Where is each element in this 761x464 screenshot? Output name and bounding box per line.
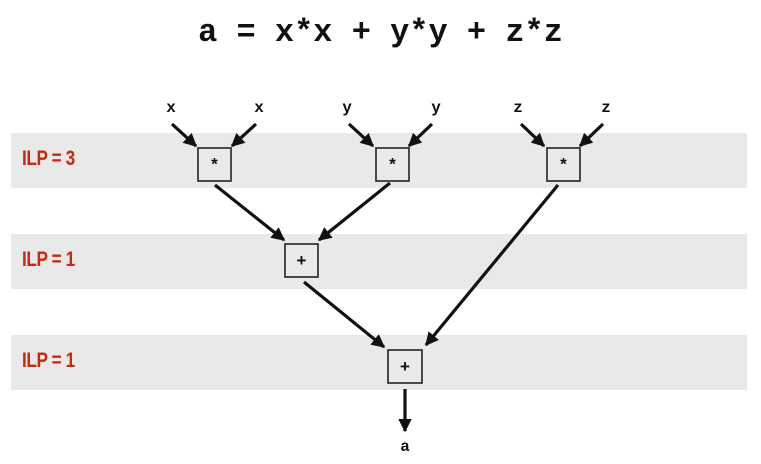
edge-add1-to-add2 [302,280,386,349]
node-box [284,243,319,278]
edge-y1-to-mul2 [347,122,375,148]
input-y-2: y [431,99,441,117]
multiply-operator: * [209,157,219,176]
node-mul2: * [375,147,410,182]
multiply-operator: * [558,157,568,176]
add-operator: + [400,359,410,378]
edge-mul1-to-add1 [214,183,286,242]
edge-y2-to-mul2 [407,122,434,148]
input-y-1: y [342,99,352,117]
node-add2: + [387,349,423,384]
ilp-row-band-2 [11,234,747,289]
edge-z1-to-mul3 [519,122,546,148]
node-mul1: * [197,147,232,182]
edge-x2-to-mul1 [230,122,258,148]
add-operator: + [296,253,306,272]
expression-title: a = x*x + y*y + z*z [198,14,563,51]
node-box [387,349,423,384]
edge-mul2-to-add1 [317,181,392,242]
edge-mul3-to-add2 [424,183,560,347]
multiply-operator: * [387,157,397,176]
output-a: a [400,438,410,456]
input-z-1: z [513,99,523,117]
edge-z2-to-mul3 [578,122,605,148]
input-x-2: x [254,99,264,117]
edge-x1-to-mul1 [170,122,198,148]
node-box [375,147,410,182]
ilp-label-row-3: ILP = 1 [22,349,75,372]
input-z-2: z [601,99,611,117]
ilp-label-row-1: ILP = 3 [22,147,75,170]
node-box [197,147,232,182]
ilp-label-row-2: ILP = 1 [22,248,75,271]
input-x-1: x [166,99,176,117]
node-mul3: * [546,147,581,182]
node-box [546,147,581,182]
node-add1: + [284,243,319,278]
